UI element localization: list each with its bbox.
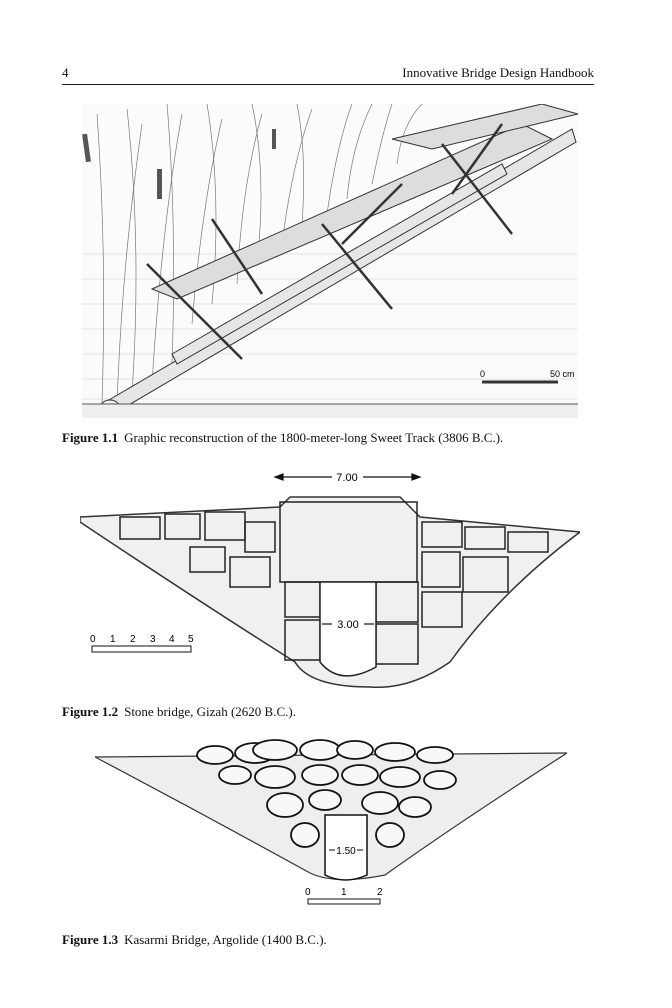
figure-label: Figure 1.2 [62,704,119,719]
page-number: 4 [62,65,69,80]
scale-bar: 0 1 2 [305,887,383,905]
span-label: 7.00 [336,472,357,484]
scale-tick-label: 2 [130,634,136,645]
running-title: Innovative Bridge Design Handbook [402,65,594,80]
scale-bar: 0 50 cm [480,369,575,384]
scale-tick-label: 5 [188,634,194,645]
scale-end: 50 cm [550,369,575,379]
scale-tick-label: 1 [341,887,347,898]
caption-text: Graphic reconstruction of the 1800-meter… [124,430,504,445]
scale-tick-label: 3 [150,634,156,645]
scale-tick-label: 0 [90,634,96,645]
scale-start: 0 [480,369,485,379]
figure-1-3-illustration: 1.50 0 1 2 [95,739,567,905]
figure-1-1-caption: Figure 1.1 Graphic reconstruction of the … [62,430,503,446]
scale-tick-label: 2 [377,887,383,898]
scale-bar: 0 1 2 3 4 5 [90,634,194,653]
figure-1-3-caption: Figure 1.3 Kasarmi Bridge, Argolide (1400… [62,932,327,948]
running-header: 4 Innovative Bridge Design Handbook [62,62,594,85]
figure-1-2-caption: Figure 1.2 Stone bridge, Gizah (2620 B.C.… [62,704,296,720]
caption-text: Stone bridge, Gizah (2620 B.C.). [124,704,296,719]
caption-text: Kasarmi Bridge, Argolide (1400 B.C.). [124,932,327,947]
figure-label: Figure 1.1 [62,430,119,445]
figure-label: Figure 1.3 [62,932,119,947]
figure-1-1-illustration: 0 50 cm [82,104,578,418]
scale-tick-label: 0 [305,887,311,898]
scale-tick-label: 4 [169,634,175,645]
scale-tick-label: 1 [110,634,116,645]
opening-label: 3.00 [337,619,358,631]
figure-1-2-illustration: 7.00 3.00 0 1 2 3 4 5 [80,472,580,689]
opening-label: 1.50 [336,846,356,857]
